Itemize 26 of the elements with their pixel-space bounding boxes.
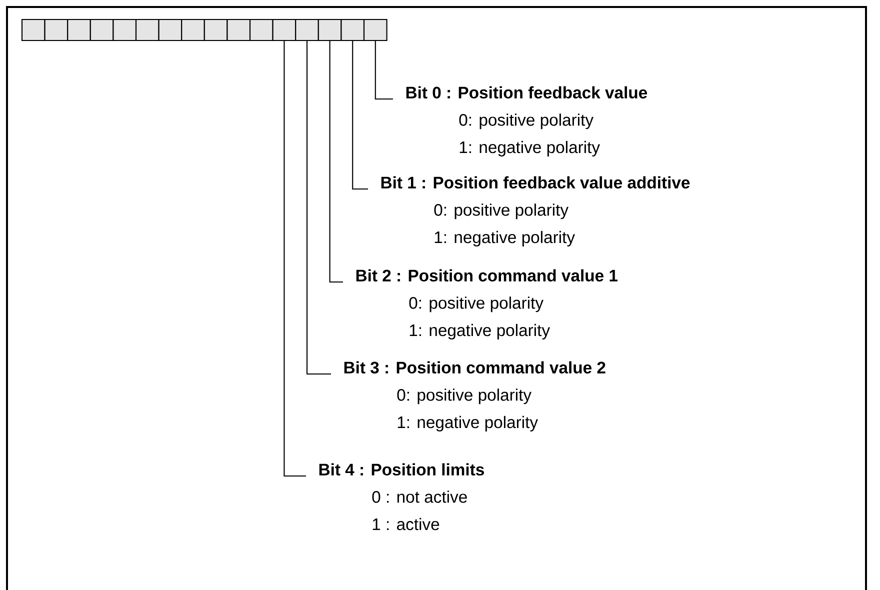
bit-cell	[295, 18, 319, 42]
bit-description: Bit 3 : Position command value 2 0: positive polarity 1: negative polarity	[344, 361, 606, 432]
bit-cell	[112, 18, 137, 42]
bit-cell	[226, 18, 251, 42]
bit-cell	[158, 18, 182, 42]
bit-cell	[90, 18, 114, 42]
leader-line	[284, 41, 306, 477]
leader-line	[306, 41, 331, 375]
bit-cell	[340, 18, 365, 42]
bit-description: Bit 0 : Position feedback value 0: positive polarity 1: negative polarity	[406, 86, 648, 156]
bit-cell	[318, 18, 342, 42]
leader-line	[329, 41, 343, 283]
bit-description: Bit 4 : Position limits 0 : not active 1 : active	[319, 463, 484, 530]
bit-cell	[21, 18, 46, 42]
bit-description: Bit 1 : Position feedback value additive 0: positive polarity 1: negative polarity	[381, 176, 690, 246]
bit-cell	[204, 18, 228, 42]
bit-cell	[181, 18, 205, 42]
bit-cell	[272, 18, 296, 42]
leader-line	[352, 41, 368, 190]
bit-description: Bit 2 : Position command value 1 0: positive polarity 1: negative polarity	[356, 269, 618, 340]
bit-cell	[44, 18, 68, 42]
bit-cell	[135, 18, 160, 42]
bit-cell	[249, 18, 274, 42]
bit-cell	[67, 18, 91, 42]
leader-line	[374, 41, 393, 100]
bit-cell	[363, 18, 388, 42]
